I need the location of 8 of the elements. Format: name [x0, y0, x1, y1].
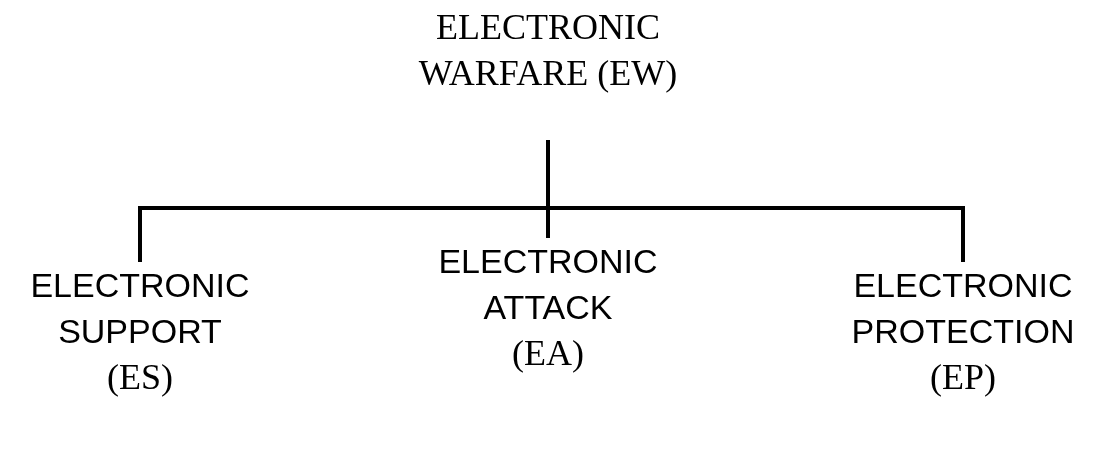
- node-label: ELECTRONIC SUPPORT: [29, 265, 251, 352]
- node-label: (EP): [930, 356, 996, 399]
- node-label: (ES): [107, 356, 173, 399]
- connector-line: [546, 140, 965, 262]
- node-label: ELECTRONIC WARFARE (EW): [417, 6, 679, 95]
- node-label: (EA): [512, 332, 584, 375]
- node-label: ELECTRONIC ATTACK: [437, 241, 659, 328]
- node-label: ELECTRONIC PROTECTION: [850, 265, 1076, 352]
